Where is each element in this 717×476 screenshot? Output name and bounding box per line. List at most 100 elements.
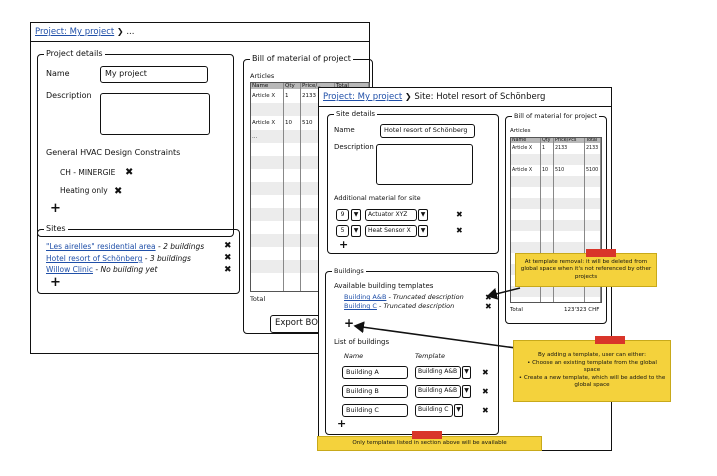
name-column-label: Name <box>344 352 364 360</box>
articles-label: Articles <box>250 72 275 80</box>
site-link[interactable]: Willow Clinic <box>46 265 93 274</box>
column-header: Name <box>511 138 541 143</box>
remove-building-x-icon[interactable]: ✖ <box>482 387 489 396</box>
add-building-plus-icon[interactable]: + <box>337 417 347 430</box>
description-label: Description <box>46 91 92 100</box>
site-link[interactable]: "Les airelles" residential area <box>46 242 156 251</box>
material-item-value: Heat Sensor X <box>368 227 411 234</box>
table-cell: 2133 <box>553 143 585 154</box>
breadcrumb-separator-icon: ❯ <box>116 27 124 36</box>
material-item-dropdown[interactable]: Actuator XYZ <box>365 209 417 221</box>
template-link[interactable]: Building A&B <box>344 293 387 301</box>
remove-building-x-icon[interactable]: ✖ <box>482 368 489 377</box>
table-cell: 1 <box>540 143 554 154</box>
table-cell: Article X <box>251 116 284 130</box>
building-template-dropdown[interactable]: Building A&B <box>415 385 461 398</box>
project-name-value: My project <box>105 69 147 78</box>
column-header: Total <box>334 83 369 89</box>
template-description: - Truncated description <box>376 302 455 310</box>
column-header: Qty <box>540 138 554 143</box>
building-name-input[interactable]: Building C <box>342 404 408 417</box>
remove-site-x-icon[interactable]: ✖ <box>224 241 232 251</box>
group-title: Bill of material of project <box>250 53 353 65</box>
site-name-input[interactable]: Hotel resort of Schönberg <box>380 124 475 138</box>
address-bar: Project: My project ❯ ... <box>31 23 369 42</box>
remove-site-x-icon[interactable]: ✖ <box>224 265 232 275</box>
add-template-plus-icon[interactable]: + <box>344 316 355 330</box>
remove-constraint-x-icon[interactable]: ✖ <box>114 186 123 197</box>
building-name-input[interactable]: Building A <box>342 366 408 379</box>
column-header: Price/Pcs <box>553 138 585 143</box>
adding-template-note: By adding a template, user can either: •… <box>513 340 671 402</box>
table-cell: Article X <box>511 143 541 154</box>
site-description-input[interactable] <box>376 144 473 185</box>
table-cell: 10 <box>283 116 301 130</box>
table-cell <box>283 130 301 143</box>
site-list-item: Willow Clinic - No building yet <box>46 265 157 274</box>
remove-template-x-icon[interactable]: ✖ <box>485 302 492 311</box>
site-bom-group: Bill of material for project Articles Na… <box>505 110 607 324</box>
project-description-input[interactable] <box>100 93 210 135</box>
site-details-group: Site details Name Hotel resort of Schönb… <box>327 108 499 254</box>
building-name-value: Building C <box>346 406 379 414</box>
add-material-plus-icon[interactable]: + <box>339 238 349 251</box>
add-site-plus-icon[interactable]: + <box>50 275 61 290</box>
additional-material-label: Additional material for site <box>334 194 421 202</box>
remove-site-x-icon[interactable]: ✖ <box>224 253 232 263</box>
remove-constraint-x-icon[interactable]: ✖ <box>125 167 134 178</box>
note-bullet-text: Create a new template, which will be add… <box>523 374 666 389</box>
name-label: Name <box>334 126 355 134</box>
dropdown-arrow-icon[interactable]: ▼ <box>462 385 471 398</box>
list-of-buildings-title: List of buildings <box>334 338 390 346</box>
site-building-count: - 3 buildings <box>142 254 191 263</box>
building-template-dropdown[interactable]: Building A&B <box>415 366 461 379</box>
building-template-dropdown[interactable]: Building C <box>415 404 453 417</box>
group-title: Bill of material for project <box>512 110 600 122</box>
note-tape <box>595 336 625 344</box>
table-cell: ... <box>251 130 284 143</box>
add-constraint-plus-icon[interactable]: + <box>50 201 61 216</box>
material-qty-dropdown[interactable]: 5 <box>336 225 349 237</box>
site-building-count: - 2 buildings <box>155 242 205 251</box>
available-templates-title: Available building templates <box>334 282 434 290</box>
breadcrumb-project-link[interactable]: Project: My project <box>323 92 403 102</box>
site-list-item: "Les airelles" residential area - 2 buil… <box>46 242 204 251</box>
description-label: Description <box>334 143 374 151</box>
dropdown-arrow-icon[interactable]: ▼ <box>418 225 428 237</box>
table-cell: 5100 <box>584 165 601 176</box>
building-template-value: Building A&B <box>418 368 458 375</box>
material-qty-value: 5 <box>340 227 345 234</box>
remove-material-x-icon[interactable]: ✖ <box>456 210 463 219</box>
dropdown-arrow-icon[interactable]: ▼ <box>351 225 361 237</box>
breadcrumb-separator-icon: ❯ <box>404 92 412 101</box>
site-list-item: Hotel resort of Schönberg - 3 buildings <box>46 254 191 263</box>
group-title: Sites <box>44 223 68 235</box>
note-bullet: • Choose an existing template from the g… <box>527 359 657 374</box>
building-name-input[interactable]: Building B <box>342 385 408 398</box>
address-bar: Project: My project ❯ Site: Hotel resort… <box>319 88 611 107</box>
table-cell <box>251 103 284 116</box>
remove-material-x-icon[interactable]: ✖ <box>456 226 463 235</box>
site-name-value: Hotel resort of Schönberg <box>384 126 468 134</box>
template-link[interactable]: Building C <box>344 302 377 310</box>
sites-group: Sites "Les airelles" residential area - … <box>37 223 240 294</box>
building-template-value: Building A&B <box>418 387 458 394</box>
remove-template-x-icon[interactable]: ✖ <box>485 293 492 302</box>
dropdown-arrow-icon[interactable]: ▼ <box>462 366 471 379</box>
constraint-item: Heating only <box>60 186 108 195</box>
project-name-input[interactable]: My project <box>100 66 208 83</box>
table-cell <box>283 103 301 116</box>
template-removal-note: At template removal: it will be deleted … <box>515 253 657 287</box>
articles-label: Articles <box>510 128 531 134</box>
material-qty-dropdown[interactable]: 9 <box>336 209 349 221</box>
site-link[interactable]: Hotel resort of Schönberg <box>46 254 143 263</box>
dropdown-arrow-icon[interactable]: ▼ <box>351 209 361 221</box>
breadcrumb-project-link[interactable]: Project: My project <box>35 27 115 37</box>
dropdown-arrow-icon[interactable]: ▼ <box>418 209 428 221</box>
material-item-value: Actuator XYZ <box>368 211 408 218</box>
remove-building-x-icon[interactable]: ✖ <box>482 406 489 415</box>
constraint-item: CH - MINERGIE <box>60 168 116 177</box>
material-item-dropdown[interactable]: Heat Sensor X <box>365 225 417 237</box>
dropdown-arrow-icon[interactable]: ▼ <box>454 404 463 417</box>
table-cell: 2133 <box>584 143 601 154</box>
